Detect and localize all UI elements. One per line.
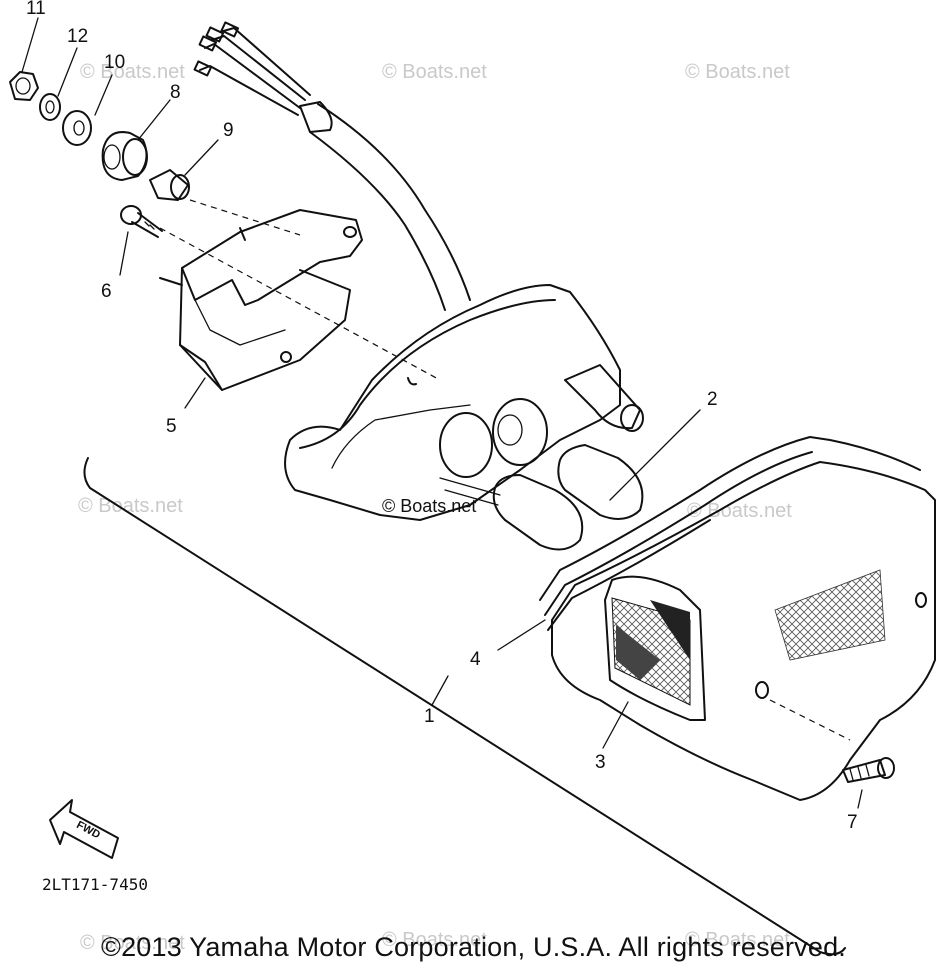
watermark: © Boats.net — [685, 929, 790, 951]
diagram-code: 2LT171-7450 — [42, 875, 148, 894]
callout-label: 9 — [223, 120, 234, 141]
callout-label: 2 — [707, 389, 718, 410]
callout-label: 3 — [595, 752, 606, 773]
bracket-part — [159, 199, 441, 391]
gasket-part — [539, 436, 921, 631]
watermark: © Boats.net — [80, 932, 185, 954]
callout-label: 7 — [847, 812, 858, 833]
watermark: © Boats.net — [80, 61, 185, 83]
screw-part — [120, 205, 163, 238]
watermark: © Boats.net — [685, 61, 790, 83]
callout-label: 6 — [101, 281, 112, 302]
callout-label: 12 — [67, 26, 88, 47]
washer-part — [62, 110, 92, 146]
callout-label: 4 — [470, 649, 481, 670]
grommet-part — [101, 131, 148, 181]
watermark: © Boats.net — [78, 495, 183, 517]
callout-label: 8 — [170, 82, 181, 103]
collar-part — [149, 169, 190, 201]
lock-washer-part — [39, 93, 61, 121]
forward-arrow-icon: FWD — [49, 799, 119, 859]
nut-part — [9, 71, 39, 101]
callout-label: 10 — [104, 52, 125, 73]
callout-label: 11 — [26, 0, 46, 19]
housing-part — [284, 284, 644, 521]
lens-screw-part — [842, 757, 895, 783]
callout-label: 1 — [424, 706, 435, 727]
lens-part — [551, 461, 936, 801]
wire-harness — [193, 21, 471, 311]
assembly-bracket — [83, 457, 846, 956]
copyright-notice: ©2013 Yamaha Motor Corporation, U.S.A. A… — [100, 932, 847, 962]
watermark: © Boats.net — [382, 61, 487, 83]
watermark: © Boats.net — [687, 500, 792, 522]
forward-label: FWD — [74, 819, 102, 841]
leader-lines — [21, 17, 863, 809]
callout-label: 5 — [166, 416, 177, 437]
bulb-part — [439, 444, 644, 551]
watermark: © Boats.net — [382, 929, 487, 951]
watermark: © Boats.net — [382, 496, 476, 516]
